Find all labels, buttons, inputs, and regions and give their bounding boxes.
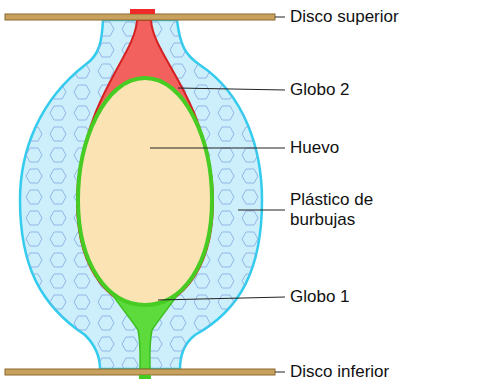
balloon-2 [77, 20, 213, 310]
part-label: Globo 1 [290, 287, 350, 307]
bottom-tab [139, 375, 151, 379]
part-label: Globo 2 [290, 80, 350, 100]
bottom-disc [5, 369, 275, 375]
part-label: Huevo [290, 138, 339, 158]
bubble-wrap [20, 20, 262, 369]
egg [78, 78, 212, 305]
part-label: Disco superior [290, 7, 399, 27]
top-disc [5, 14, 275, 20]
part-label: Plástico de burbujas [290, 190, 410, 231]
bubble-texture [20, 20, 262, 369]
top-tab [130, 9, 155, 14]
leader-lines [150, 17, 285, 372]
part-label: Disco inferior [290, 362, 389, 382]
